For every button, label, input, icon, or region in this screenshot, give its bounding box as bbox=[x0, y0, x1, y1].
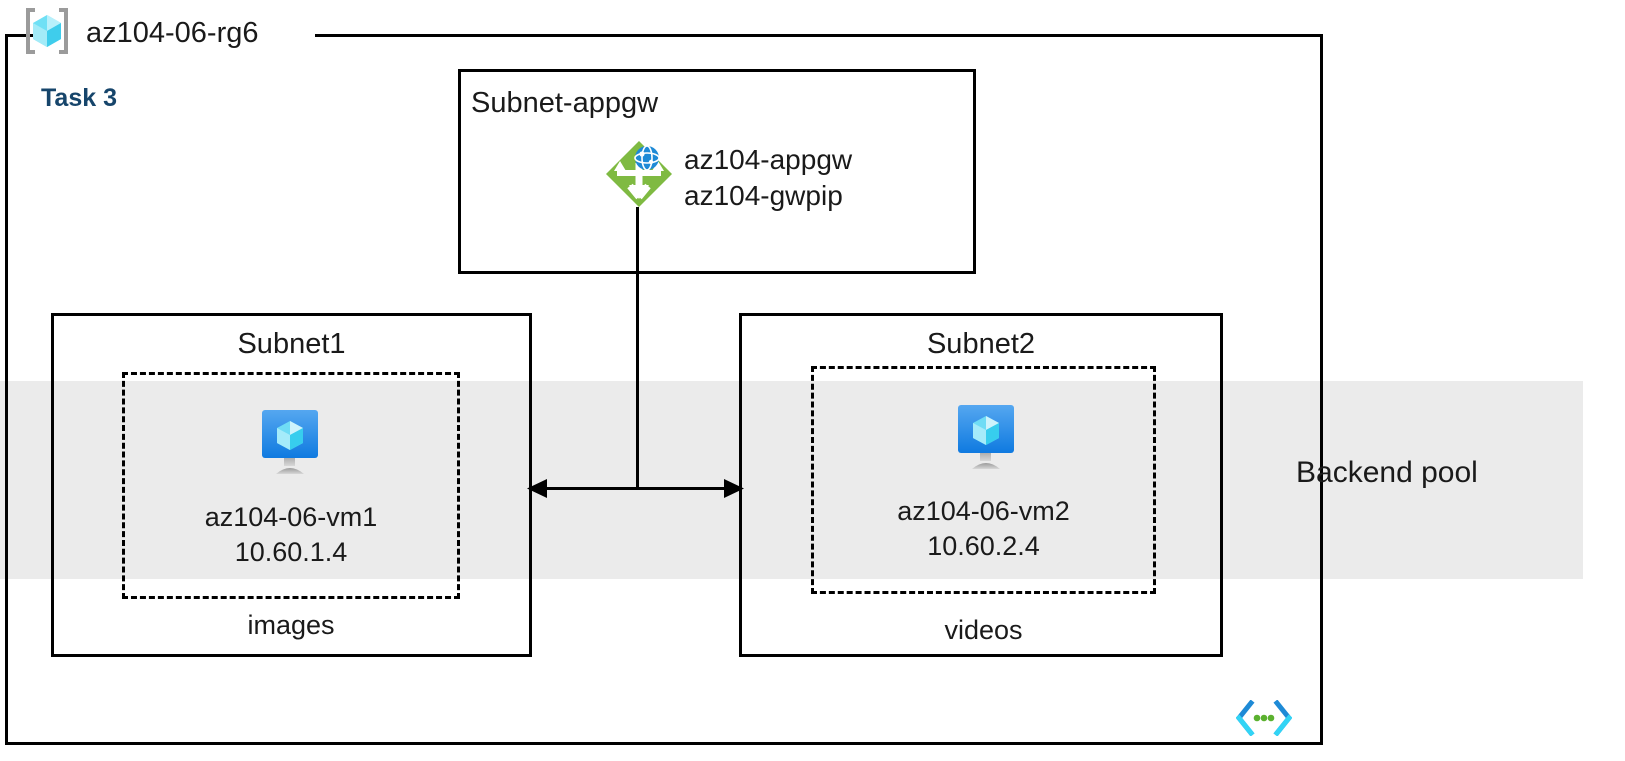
arrowhead-right bbox=[722, 476, 746, 506]
vm2-name: az104-06-vm2 bbox=[897, 496, 1070, 526]
vm1-label: az104-06-vm1 10.60.1.4 bbox=[122, 500, 460, 570]
gwpip-name: az104-gwpip bbox=[684, 180, 843, 211]
code-template-icon bbox=[1235, 699, 1293, 737]
resource-group-title-mask bbox=[50, 20, 315, 54]
backend-pool-label: Backend pool bbox=[1296, 456, 1478, 489]
subnet2-title: Subnet2 bbox=[926, 328, 1036, 360]
appgw-to-backend-connector bbox=[636, 207, 639, 489]
subnet1-subnet2-connector bbox=[533, 487, 740, 490]
subnet1-box bbox=[51, 313, 532, 657]
subnet1-title: Subnet1 bbox=[237, 328, 346, 360]
arrowhead-left bbox=[525, 476, 549, 506]
resource-group-border-bottom bbox=[5, 742, 1323, 745]
resource-group-icon bbox=[22, 6, 72, 56]
subnet1-nic-group bbox=[122, 372, 460, 599]
subnet-appgw-box bbox=[458, 69, 976, 274]
virtual-machine-icon bbox=[950, 401, 1022, 471]
subnet2-box bbox=[739, 313, 1223, 657]
vm1-ip: 10.60.1.4 bbox=[234, 537, 348, 567]
subnet2-endpoint-label: videos bbox=[944, 615, 1023, 645]
resource-group-border-right bbox=[1320, 34, 1323, 745]
appgw-labels: az104-appgw az104-gwpip bbox=[684, 142, 852, 214]
resource-group-border-top bbox=[5, 34, 1323, 37]
vm2-label: az104-06-vm2 10.60.2.4 bbox=[811, 494, 1156, 564]
resource-group-title: az104-06-rg6 bbox=[86, 17, 259, 49]
application-gateway-icon bbox=[604, 139, 674, 209]
resource-group-border-left bbox=[5, 34, 8, 745]
subnet-appgw-title: Subnet-appgw bbox=[471, 87, 659, 119]
virtual-machine-icon bbox=[254, 406, 326, 476]
vm1-name: az104-06-vm1 bbox=[204, 502, 378, 532]
task-label: Task 3 bbox=[41, 84, 117, 112]
vm2-ip: 10.60.2.4 bbox=[927, 531, 1040, 561]
appgw-name: az104-appgw bbox=[684, 144, 853, 175]
subnet1-endpoint-label: images bbox=[247, 610, 335, 640]
subnet2-nic-group bbox=[811, 366, 1156, 594]
